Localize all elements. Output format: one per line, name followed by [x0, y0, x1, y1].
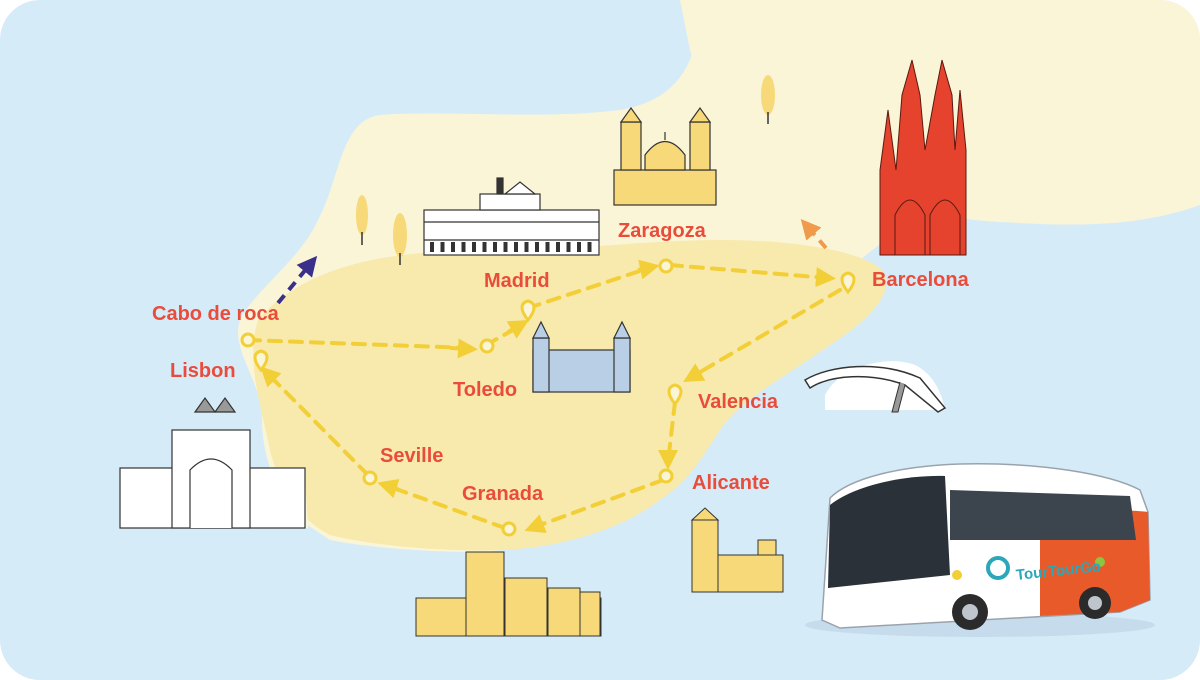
palace-window	[493, 242, 497, 252]
city-label-barcelona: Barcelona	[872, 269, 969, 291]
city-label-valencia: Valencia	[698, 391, 779, 413]
palace-window	[451, 242, 455, 252]
city-label-cabo-de-roca: Cabo de roca	[152, 303, 279, 325]
palace-window	[524, 242, 529, 252]
land-route-region	[253, 240, 887, 551]
direction-arrow-icon	[800, 218, 828, 250]
palace-window	[545, 242, 550, 252]
palace-window	[482, 242, 487, 252]
lisbon-arch-landmark	[119, 396, 306, 529]
palace-window	[577, 242, 581, 252]
city-label-seville: Seville	[380, 445, 444, 467]
toledo-alcazar-landmark	[532, 320, 631, 393]
palace-window	[472, 242, 476, 252]
tree-icon	[393, 213, 407, 265]
direction-arrow-icon	[276, 255, 318, 305]
palace-window	[430, 242, 434, 252]
city-label-granada: Granada	[462, 483, 544, 505]
city-label-madrid: Madrid	[484, 270, 550, 292]
madrid-palace-windows	[430, 242, 592, 252]
bus-icon	[805, 463, 1155, 637]
zaragoza-basilica-landmark	[613, 106, 717, 206]
route-arrows	[260, 259, 836, 534]
palace-window	[440, 242, 445, 252]
sagrada-familia-landmark	[879, 59, 967, 256]
valencia-landmark	[803, 361, 947, 413]
palace-window	[503, 242, 508, 252]
city-label-alicante: Alicante	[692, 472, 770, 494]
city-label-zaragoza: Zaragoza	[618, 220, 706, 242]
palace-window	[461, 242, 466, 252]
alicante-church-landmark	[690, 507, 784, 593]
location-pin-icon	[253, 271, 856, 407]
tree-icon	[761, 75, 775, 124]
palace-window	[514, 242, 518, 252]
route-path	[246, 263, 842, 530]
palace-window	[587, 242, 592, 252]
city-label-lisbon: Lisbon	[170, 360, 236, 382]
route-stop-icon	[240, 258, 674, 537]
palace-window	[566, 242, 571, 252]
palace-window	[535, 242, 539, 252]
tree-icon	[356, 195, 368, 245]
city-label-toledo: Toledo	[453, 379, 518, 401]
palace-window	[556, 242, 560, 252]
granada-alhambra-landmark	[415, 551, 602, 637]
